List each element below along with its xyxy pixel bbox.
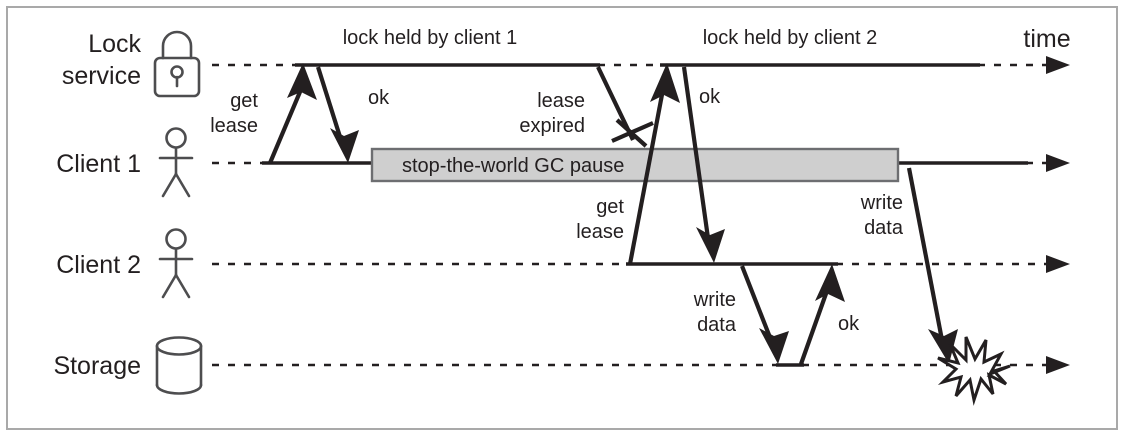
arrowhead-write-data-client-1 xyxy=(928,329,958,364)
actor-label-lock-service-line2: service xyxy=(62,62,141,90)
message-label-get-lease-2-line2: lease xyxy=(576,221,624,243)
lease-expired-x-stroke-2 xyxy=(615,118,648,148)
message-get-lease-1: get lease xyxy=(210,63,317,164)
arrowhead-write-data-client-2 xyxy=(759,328,789,364)
conflict-burst-icon xyxy=(937,336,1011,406)
message-label-write-data-client-2-line2: data xyxy=(697,314,737,336)
actor-labels: Lock service Client 1 Client 2 Storage xyxy=(53,30,141,380)
padlock-icon xyxy=(153,30,201,98)
message-label-write-data-client-1-line1: write xyxy=(860,192,903,214)
time-arrow-client-1 xyxy=(1046,154,1070,172)
figure-border xyxy=(6,6,1118,430)
message-label-write-data-client-2-line1: write xyxy=(693,289,736,311)
stick-figure-icon-client-2 xyxy=(158,228,194,299)
message-ok-3: ok xyxy=(799,264,860,365)
message-label-ok-3: ok xyxy=(838,313,860,335)
message-get-lease-2: get lease xyxy=(576,63,680,265)
time-axis-label: time xyxy=(1023,25,1070,53)
message-label-ok-1: ok xyxy=(368,87,390,109)
message-write-data-client-2: write data xyxy=(693,265,789,364)
lifeline-storage xyxy=(212,356,1070,374)
lifeline-client-2 xyxy=(212,255,1070,273)
gc-pause-box-label: stop-the-world GC pause xyxy=(402,155,624,177)
message-label-ok-2: ok xyxy=(699,86,721,108)
database-cylinder-icon xyxy=(155,336,203,395)
span-label-lock-held-client-2: lock held by client 2 xyxy=(703,27,878,49)
span-label-lock-held-client-1: lock held by client 1 xyxy=(343,27,518,49)
message-write-data-client-1: write data xyxy=(860,167,958,364)
arrowhead-get-lease-1 xyxy=(287,63,317,100)
lifeline-client-1 xyxy=(212,154,1070,172)
message-label-get-lease-2-line1: get xyxy=(596,196,624,218)
arrowhead-get-lease-2 xyxy=(650,63,680,103)
lifeline-lock-service xyxy=(212,56,1070,74)
arrowhead-ok-2 xyxy=(696,227,725,263)
message-ok-2: ok xyxy=(681,66,725,263)
arrowhead-ok-1 xyxy=(330,128,359,163)
time-arrow-client-2 xyxy=(1046,255,1070,273)
actor-label-client-2: Client 2 xyxy=(56,251,141,279)
gc-pause-box: stop-the-world GC pause xyxy=(370,147,900,183)
arrowhead-ok-3 xyxy=(815,264,845,302)
message-ok-1: ok xyxy=(315,66,390,163)
stick-figure-icon-client-1 xyxy=(158,127,194,198)
actor-label-storage: Storage xyxy=(53,352,141,380)
actor-label-client-1: Client 1 xyxy=(56,150,141,178)
message-label-get-lease-1-line2: lease xyxy=(210,115,258,137)
message-label-lease-expired-line1: lease xyxy=(537,90,585,112)
message-lease-expired: lease expired xyxy=(519,66,654,148)
message-label-write-data-client-1-line2: data xyxy=(864,217,904,239)
time-arrow-lock-service xyxy=(1046,56,1070,74)
time-arrow-storage xyxy=(1046,356,1070,374)
gc-pause-box-rect xyxy=(370,147,900,183)
span-labels: lock held by client 1 lock held by clien… xyxy=(343,27,878,49)
actor-label-lock-service-line1: Lock xyxy=(88,30,141,58)
message-label-lease-expired-line2: expired xyxy=(519,115,585,137)
message-label-get-lease-1-line1: get xyxy=(230,90,258,112)
